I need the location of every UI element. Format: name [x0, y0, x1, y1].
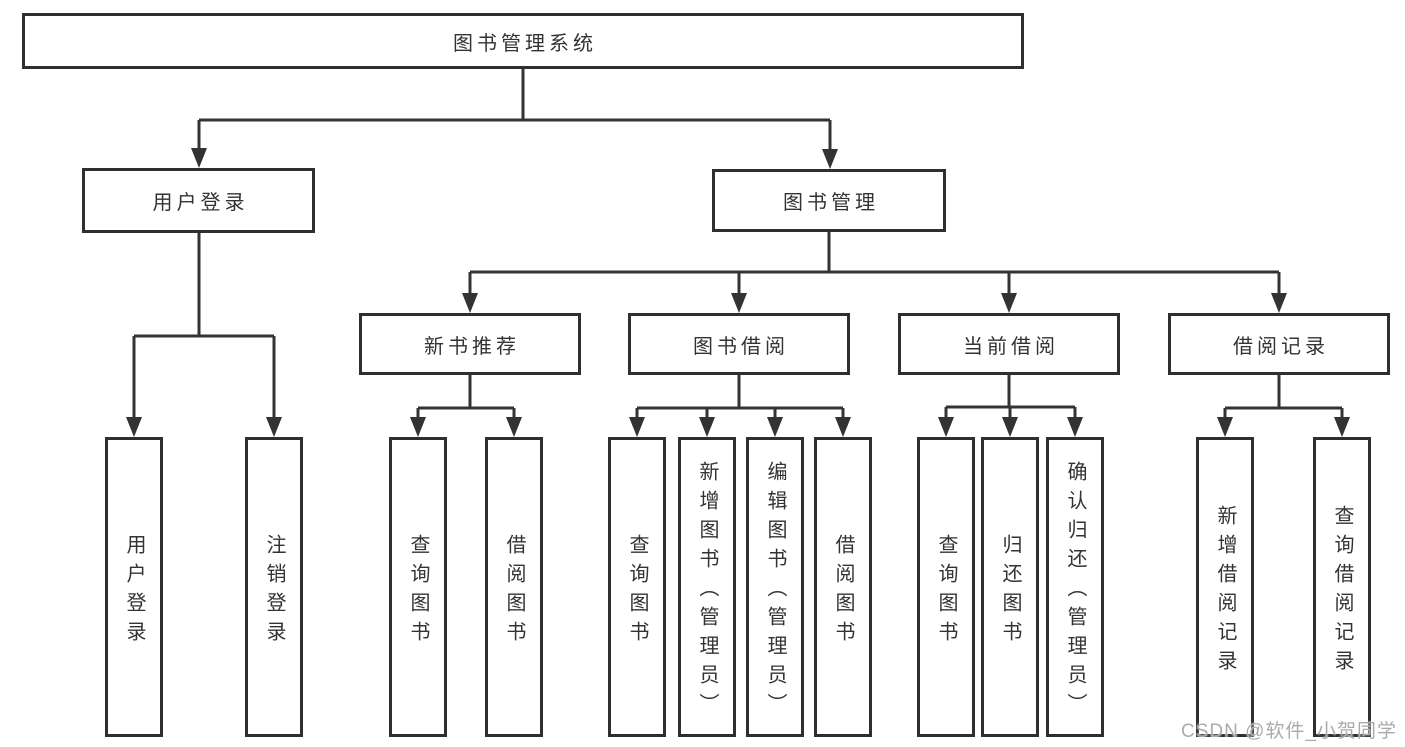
node-new-book-recommendation: 新书推荐 [359, 313, 581, 375]
leaf-user-login: 用户登录 [105, 437, 163, 737]
node-book-management: 图书管理 [712, 169, 946, 232]
leaf-borrow-books-recommend: 借阅图书 [485, 437, 543, 737]
leaf-return-books: 归还图书 [981, 437, 1039, 737]
leaf-borrow-books-borrowing: 借阅图书 [814, 437, 872, 737]
leaf-add-borrow-record: 新增借阅记录 [1196, 437, 1254, 737]
node-user-login: 用户登录 [82, 168, 315, 233]
node-book-borrowing: 图书借阅 [628, 313, 850, 375]
node-borrowing-records: 借阅记录 [1168, 313, 1390, 375]
leaf-query-books-current: 查询图书 [917, 437, 975, 737]
node-library-management-system: 图书管理系统 [22, 13, 1024, 69]
leaf-query-books-recommend: 查询图书 [389, 437, 447, 737]
leaf-confirm-return-admin: 确认归还（管理员） [1046, 437, 1104, 737]
leaf-query-books-borrowing: 查询图书 [608, 437, 666, 737]
leaf-query-borrow-record: 查询借阅记录 [1313, 437, 1371, 737]
csdn-watermark: CSDN @软件_小贺同学 [1181, 721, 1397, 742]
leaf-logout: 注销登录 [245, 437, 303, 737]
node-current-borrowing: 当前借阅 [898, 313, 1120, 375]
arrowheads [126, 148, 1350, 437]
leaf-edit-book-admin: 编辑图书（管理员） [746, 437, 804, 737]
leaf-add-book-admin: 新增图书（管理员） [678, 437, 736, 737]
